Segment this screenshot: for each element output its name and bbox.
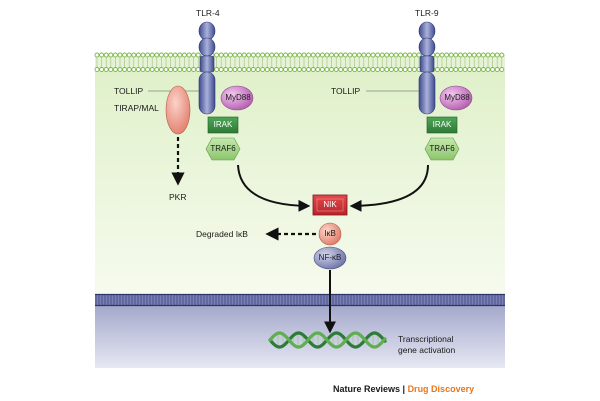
ikb-label: IκB <box>324 229 336 238</box>
traf6-right-shape <box>424 137 460 161</box>
irak-right-shape <box>426 116 458 134</box>
nfkb-shape <box>313 246 347 270</box>
credit-separator: | <box>400 384 408 394</box>
tirap-shape <box>165 85 191 135</box>
myd88-left-label: MyD88 <box>225 93 251 102</box>
journal-credit: Nature Reviews | Drug Discovery <box>333 384 474 394</box>
tlr4-receptor <box>198 21 216 115</box>
dna-helix <box>268 331 387 349</box>
tollip-left-label: TOLLIP <box>114 86 144 96</box>
journal-section: Drug Discovery <box>407 384 475 394</box>
myd88-right-shape <box>439 85 473 111</box>
degraded-ikb-label: Degraded IκB <box>196 229 248 239</box>
traf6-right-to-nik-arrow <box>349 164 429 212</box>
transcription-label-line2: gene activation <box>398 345 456 355</box>
myd88-right-label: MyD88 <box>444 93 470 102</box>
tollip-right-label: TOLLIP <box>331 86 361 96</box>
irak-left-label: IRAK <box>213 120 233 129</box>
nik-label: NIK <box>323 200 337 209</box>
cytoplasm <box>95 62 505 300</box>
traf6-left-shape <box>205 137 241 161</box>
myd88-left-shape <box>220 85 254 111</box>
journal-name: Nature Reviews <box>333 384 401 394</box>
nik-shape <box>312 194 348 216</box>
tlr4-label: TLR-4 <box>196 8 220 18</box>
tirap-label: TIRAP/MAL <box>114 103 159 113</box>
pkr-label: PKR <box>169 192 187 202</box>
traf6-left-to-nik-arrow <box>237 164 311 212</box>
nfkb-label: NF-κB <box>318 253 342 262</box>
tlr9-receptor <box>418 21 436 115</box>
nuclear-membrane <box>95 293 505 307</box>
irak-right-label: IRAK <box>432 120 452 129</box>
tlr9-label: TLR-9 <box>415 8 439 18</box>
ikb-shape <box>318 222 342 246</box>
traf6-left-label: TRAF6 <box>210 144 236 153</box>
traf6-right-label: TRAF6 <box>429 144 455 153</box>
plasma-membrane <box>94 52 505 72</box>
irak-left-shape <box>207 116 239 134</box>
transcription-label-line1: Transcriptional <box>398 334 454 344</box>
